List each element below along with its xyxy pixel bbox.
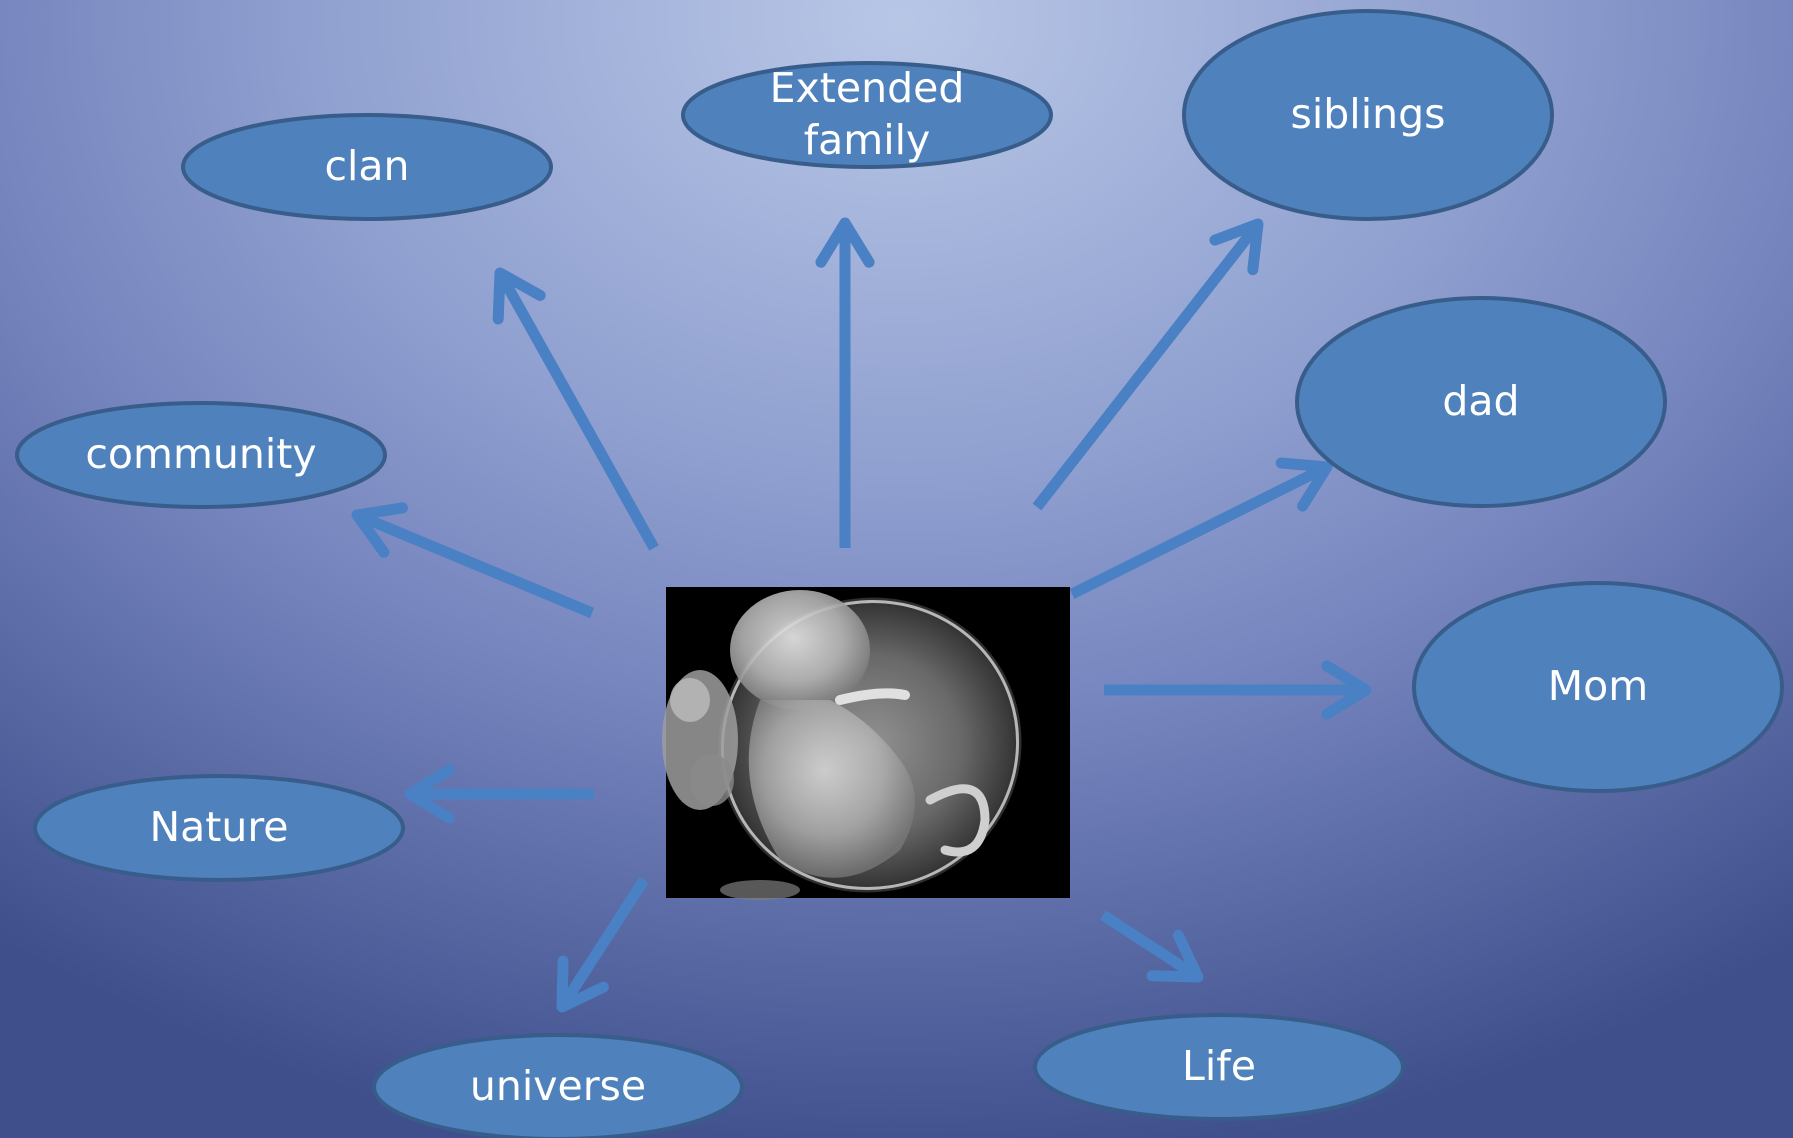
arrow-shaft: [1032, 220, 1263, 511]
node-label: universe: [470, 1062, 646, 1110]
arrow-shaft: [1099, 910, 1202, 982]
arrowhead: [1209, 218, 1264, 276]
arrow-shaft: [495, 270, 659, 551]
node-dad: dad: [1295, 296, 1667, 508]
arrow-shaft: [557, 877, 649, 1010]
arrowhead: [1146, 929, 1204, 983]
arrow-to-clan: [492, 267, 659, 551]
arrow-to-siblings: [1032, 218, 1264, 511]
arrow-to-life: [1099, 910, 1204, 983]
arrowhead: [815, 217, 875, 268]
arrow-to-universe: [556, 877, 649, 1013]
arrow-to-nature: [404, 764, 594, 824]
arrowhead: [1275, 457, 1333, 512]
node-ellipse: [1033, 1013, 1405, 1121]
node-ellipse: [1412, 581, 1784, 793]
node-label: clan: [324, 142, 409, 190]
arrow-to-extended-family: [815, 217, 875, 548]
node-clan: clan: [181, 113, 553, 221]
node-nature: Nature: [33, 774, 405, 882]
arrowhead: [351, 502, 408, 558]
node-ellipse: [33, 774, 405, 882]
node-label: Nature: [149, 803, 288, 851]
arrow-shaft: [354, 509, 595, 619]
node-life: Life: [1033, 1013, 1405, 1121]
arrowhead: [404, 764, 455, 824]
arrow-shaft: [1069, 462, 1330, 599]
node-ellipse: [181, 113, 553, 221]
node-label: dad: [1442, 377, 1519, 425]
node-label: Life: [1182, 1042, 1256, 1090]
node-label: community: [85, 430, 316, 478]
node-ellipse: [681, 61, 1053, 169]
arrow-to-mom: [1104, 660, 1372, 720]
node-label: Mom: [1548, 662, 1648, 710]
node-ellipse: [372, 1033, 744, 1138]
node-ellipse: [15, 401, 387, 509]
node-ellipse: [1182, 9, 1554, 221]
arrow-to-community: [351, 502, 595, 619]
node-ellipse: [1295, 296, 1667, 508]
arrowhead: [1321, 660, 1372, 720]
center-photo: [662, 587, 1070, 900]
arrowhead: [492, 267, 546, 325]
node-community: community: [15, 401, 387, 509]
node-label: siblings: [1291, 90, 1446, 138]
arrows-group: [351, 217, 1372, 1013]
node-label: family: [804, 116, 931, 164]
arrowhead: [556, 955, 609, 1013]
node-mom: Mom: [1412, 581, 1784, 793]
arrow-to-dad: [1069, 457, 1333, 599]
node-universe: universe: [372, 1033, 744, 1138]
node-label: Extended: [770, 64, 965, 112]
node-siblings: siblings: [1182, 9, 1554, 221]
